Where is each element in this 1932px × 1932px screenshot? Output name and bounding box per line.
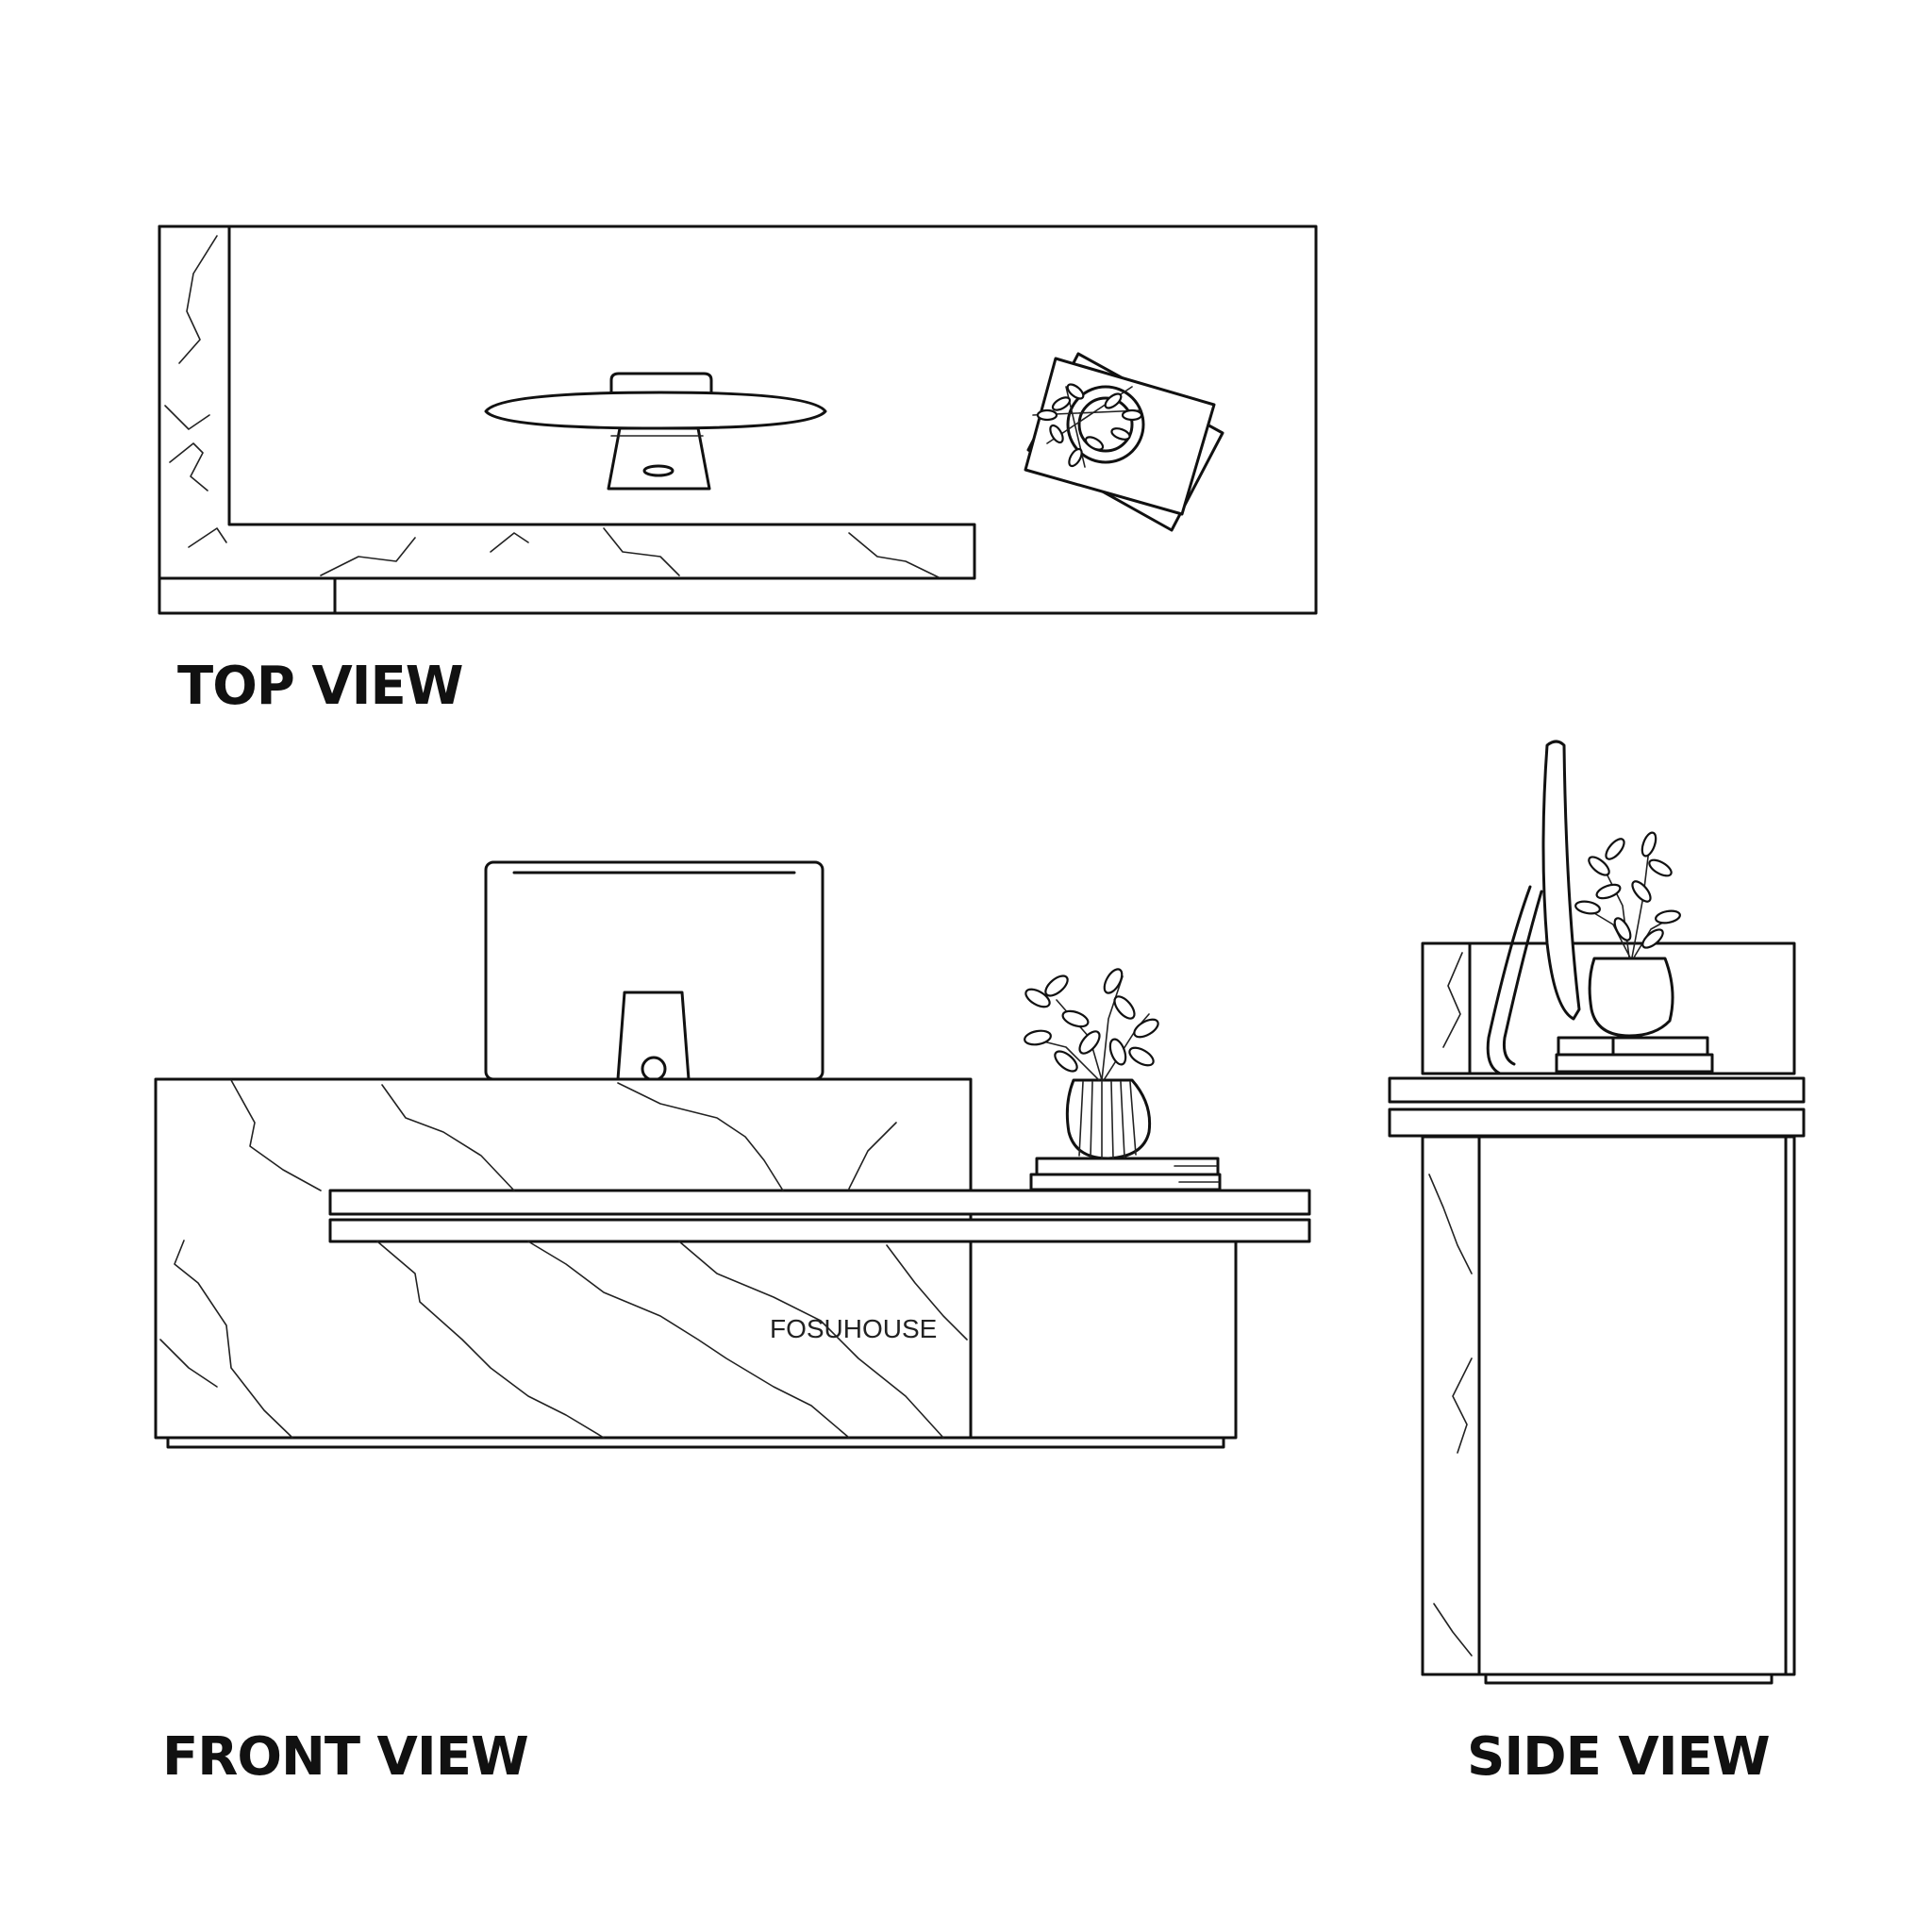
marble-vein-icon xyxy=(164,235,940,578)
monitor-icon xyxy=(484,372,827,491)
front-shelf-top xyxy=(328,1189,1311,1216)
marble-vein-icon xyxy=(1428,952,1473,1657)
front-view-label: FRONT VIEW xyxy=(162,1726,529,1788)
side-shelf-bottom xyxy=(1388,1108,1806,1138)
brand-label: FOSUHOUSE xyxy=(770,1314,938,1343)
side-shelf-top xyxy=(1388,1076,1806,1104)
top-view-drawing xyxy=(158,225,1318,615)
potted-plant-icon xyxy=(1024,968,1159,1160)
books-icon xyxy=(1029,1157,1222,1191)
top-view-label: TOP VIEW xyxy=(177,656,464,717)
monitor-icon xyxy=(484,860,824,1082)
front-cabinet xyxy=(969,1236,1238,1440)
marble-vein-icon xyxy=(159,1079,968,1439)
potted-plant-icon xyxy=(1032,383,1145,468)
potted-plant-icon xyxy=(1574,831,1681,1038)
books-icon xyxy=(1555,1036,1714,1074)
front-base xyxy=(166,1436,1225,1449)
front-shelf-bottom xyxy=(328,1218,1311,1243)
side-base xyxy=(1484,1673,1774,1685)
front-marble-panel xyxy=(154,1077,973,1440)
side-view-label: SIDE VIEW xyxy=(1467,1726,1771,1788)
side-view-drawing xyxy=(1388,740,1806,1685)
monitor-icon xyxy=(1486,740,1581,1075)
front-view-drawing xyxy=(154,860,1311,1449)
top-view-marble-counter xyxy=(158,225,976,580)
